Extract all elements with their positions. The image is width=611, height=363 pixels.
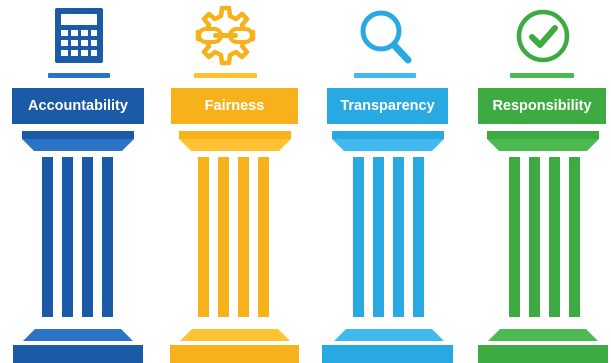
pillar-label-accountability: Accountability xyxy=(28,98,128,114)
pillar-label-fairness: Fairness xyxy=(205,98,265,114)
pillar-label-responsibility: Responsibility xyxy=(492,98,591,114)
pillar-responsibility: Responsibility xyxy=(478,9,608,363)
gear-chain-icon xyxy=(195,5,256,66)
calculator-icon xyxy=(55,8,103,63)
pillar-fairness: Fairness xyxy=(170,5,299,363)
pillar-label-transparency: Transparency xyxy=(340,98,434,114)
magnifier-icon xyxy=(360,10,412,64)
pillar-transparency: Transparency xyxy=(322,10,453,363)
checkmark-circle-icon xyxy=(516,9,570,63)
pillar-accountability: Accountability xyxy=(12,8,144,363)
